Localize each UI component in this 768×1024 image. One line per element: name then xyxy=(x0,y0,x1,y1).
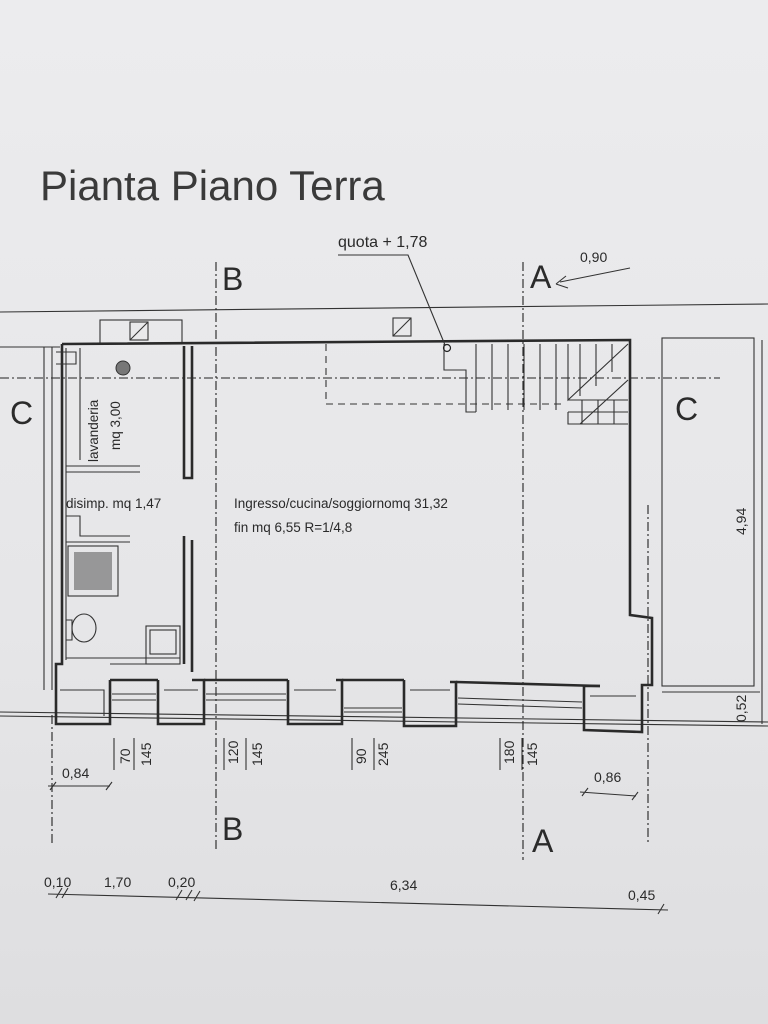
dim-top-right: 0,90 xyxy=(580,249,607,265)
quota-leader xyxy=(338,254,446,346)
vent-icon-center xyxy=(392,317,412,337)
section-label-b-bottom: B xyxy=(222,811,243,847)
main-room-sublabel: fin mq 6,55 R=1/4,8 xyxy=(234,520,352,535)
dim-right-small: 0,52 xyxy=(733,695,749,722)
dim-right-window: 0,86 xyxy=(594,769,621,785)
outer-wall-right xyxy=(61,338,654,734)
partition-laundry xyxy=(182,346,194,480)
dim-opening-4-w: 180 xyxy=(501,740,517,764)
stair-outline xyxy=(443,344,476,413)
neighbour-building xyxy=(661,337,755,687)
section-label-b-top: B xyxy=(222,261,243,297)
section-label-a-bottom: A xyxy=(532,823,554,859)
arrow-head xyxy=(555,275,569,289)
dim-opening-2-h: 145 xyxy=(249,742,265,766)
section-label-c-left: C xyxy=(10,395,33,431)
bottom-boundary-line xyxy=(0,711,768,723)
bottom-boundary-line-2 xyxy=(0,715,768,727)
dim-bottom-2: 1,70 xyxy=(104,874,131,890)
shower-tray xyxy=(67,545,119,597)
upper-floor-outline xyxy=(325,344,565,405)
dim-opening-3-h: 245 xyxy=(375,742,391,766)
dim-bottom-3: 0,20 xyxy=(168,874,195,890)
plan-title: Pianta Piano Terra xyxy=(40,162,385,209)
outer-wall-left xyxy=(54,344,112,726)
toilet-icon xyxy=(71,613,97,643)
dim-bottom-1: 0,10 xyxy=(44,874,71,890)
partition-bath xyxy=(182,536,194,672)
sink-icon xyxy=(145,625,181,665)
dim-left-window: 0,84 xyxy=(62,765,89,781)
drain-icon xyxy=(115,360,131,376)
laundry-area: mq 3,00 xyxy=(108,401,123,450)
bottom-dim-line xyxy=(47,893,669,911)
main-room-label: Ingresso/cucina/soggiornomq 31,32 xyxy=(234,496,448,511)
dim-bottom-4: 6,34 xyxy=(390,877,417,893)
vent-icon-left xyxy=(129,321,149,341)
section-label-a-top: A xyxy=(530,259,552,295)
dim-opening-4-h: 145 xyxy=(524,742,540,766)
dim-opening-1-w: 70 xyxy=(117,748,133,764)
top-boundary-line xyxy=(0,303,768,313)
disimp-label: disimp. mq 1,47 xyxy=(66,496,161,511)
dim-opening-2-w: 120 xyxy=(225,740,241,764)
dim-opening-3-w: 90 xyxy=(353,748,369,764)
quota-label: quota + 1,78 xyxy=(338,234,428,251)
laundry-label: lavanderia xyxy=(86,399,101,462)
dim-right-height: 4,94 xyxy=(733,508,749,535)
dim-opening-1-h: 145 xyxy=(138,742,154,766)
dim-bottom-5: 0,45 xyxy=(628,887,655,903)
section-label-c-right: C xyxy=(675,391,698,427)
dim-line-090 xyxy=(559,267,631,283)
